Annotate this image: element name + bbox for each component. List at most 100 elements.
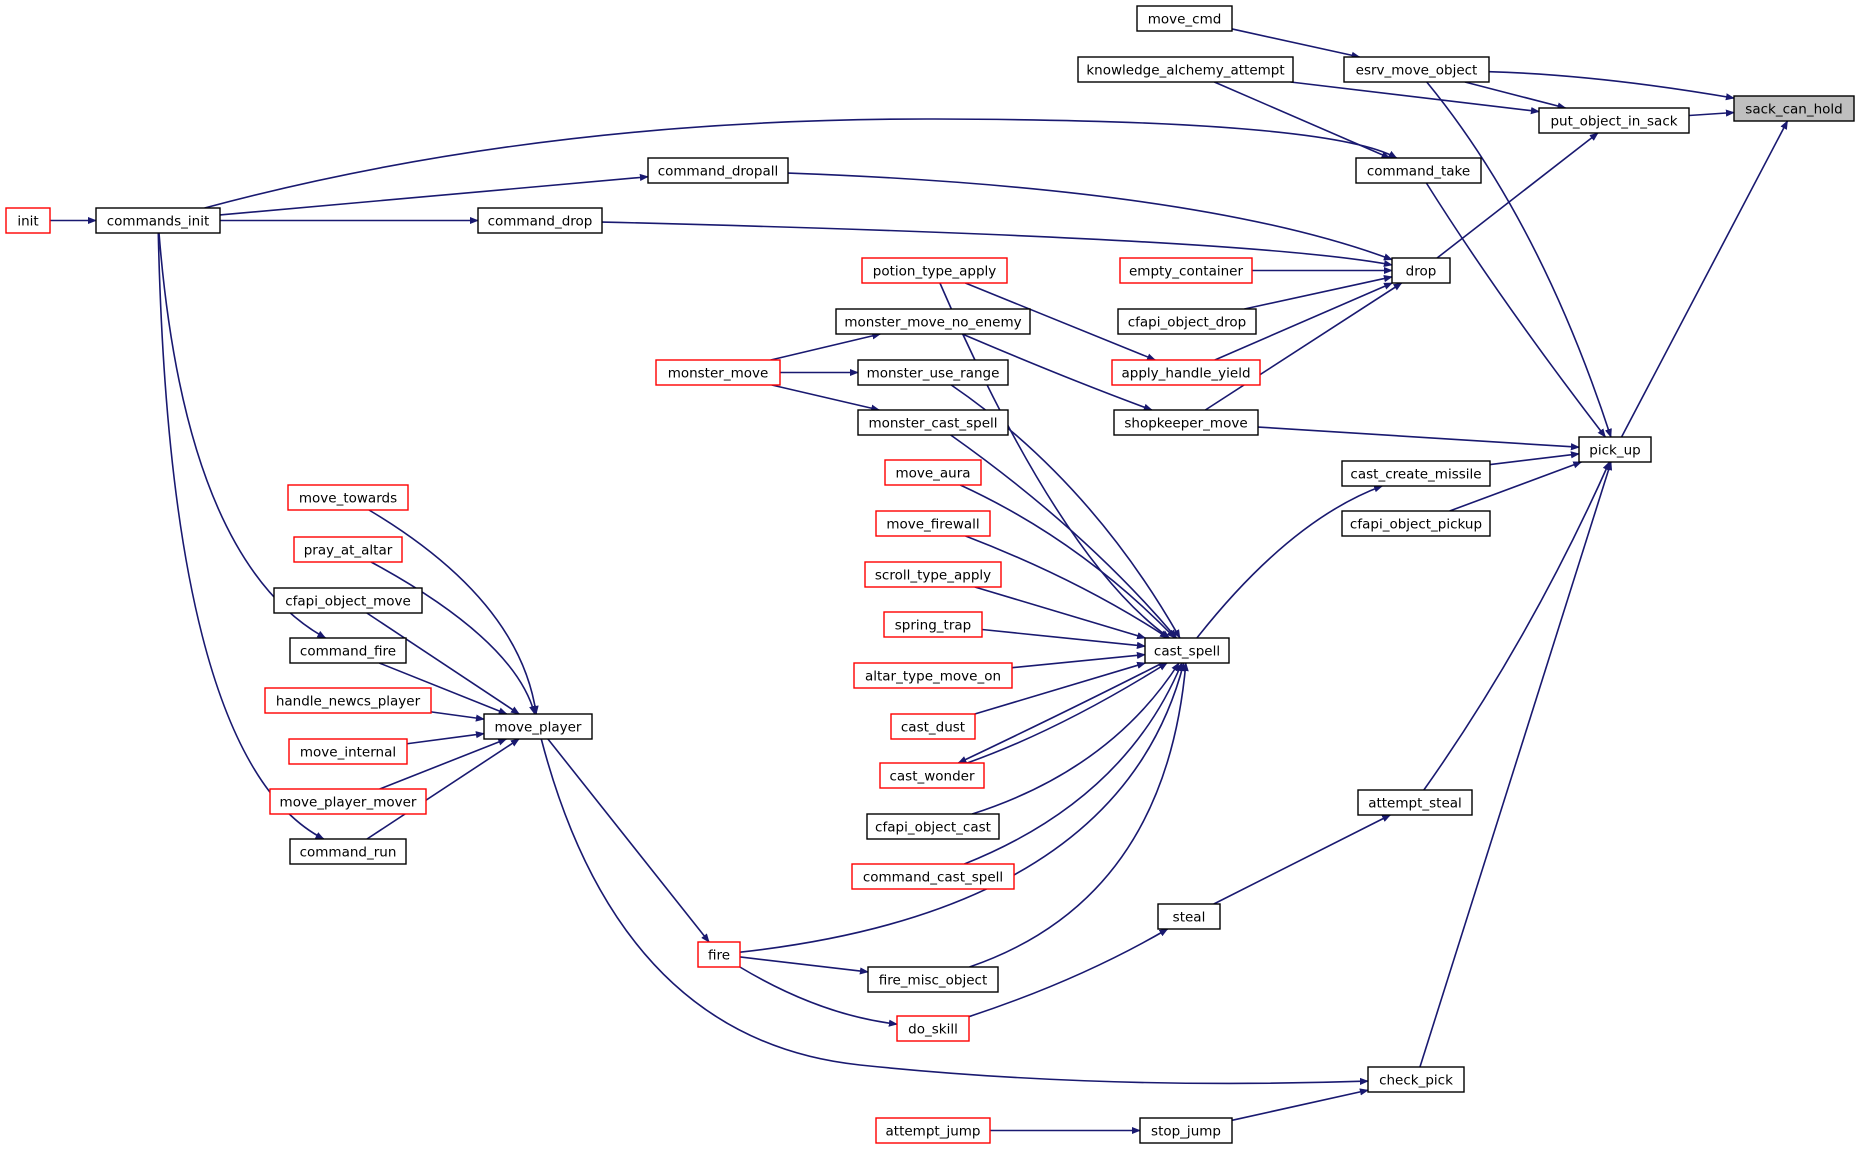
edge-command_take-to-pick_up [1425,182,1607,438]
edge-esrv_move_object-to-sack_can_hold [1488,70,1735,101]
edge-drop-to-put_object_in_sack [1436,132,1599,259]
node-empty-container[interactable]: empty_container [1119,257,1253,284]
node-steal[interactable]: steal [1157,903,1221,930]
node-potion-type-apply[interactable]: potion_type_apply [861,257,1008,284]
node-box [1367,1066,1465,1093]
node-box [5,207,51,234]
node-box [287,484,409,511]
node-pick-up[interactable]: pick_up [1578,436,1652,463]
node-cfapi-object-cast[interactable]: cfapi_object_cast [866,813,1000,840]
node-command-drop[interactable]: command_drop [477,207,603,234]
node-attempt-steal[interactable]: attempt_steal [1357,789,1473,816]
node-cast-wonder[interactable]: cast_wonder [879,762,985,789]
node-handle-newcs-player[interactable]: handle_newcs_player [264,687,432,714]
node-init[interactable]: init [5,207,51,234]
node-label: cfapi_object_drop [1128,315,1247,331]
node-label: move_internal [300,745,396,761]
node-command-take[interactable]: command_take [1355,157,1482,184]
node-move-player[interactable]: move_player [483,713,593,740]
node-label: monster_move [668,366,769,382]
node-label: command_dropall [658,164,779,180]
node-sack-can-hold[interactable]: sack_can_hold [1733,95,1855,122]
node-box [697,941,741,968]
edge-fire-to-do_skill [739,966,898,1027]
node-box [1144,637,1230,664]
node-move-player-mover[interactable]: move_player_mover [269,788,427,815]
node-box [1343,56,1490,83]
node-label: fire [708,948,730,964]
node-command-fire[interactable]: command_fire [289,637,407,664]
node-box [1119,257,1253,284]
edge-move_aura-to-cast_spell [959,484,1176,639]
node-put-object-in-sack[interactable]: put_object_in_sack [1538,107,1690,134]
edge-altar_type_move_on-to-cast_spell [1011,651,1146,669]
node-spring-trap[interactable]: spring_trap [883,611,983,638]
node-monster-use-range[interactable]: monster_use_range [857,359,1009,386]
node-scroll-type-apply[interactable]: scroll_type_apply [864,561,1002,588]
node-move-internal[interactable]: move_internal [288,738,408,765]
node-do-skill[interactable]: do_skill [896,1015,970,1042]
node-move-firewall[interactable]: move_firewall [875,510,991,537]
edge-stop_jump-to-check_pick [1231,1088,1369,1122]
edge-monster_move-to-monster_cast_spell [771,384,881,412]
node-cfapi-object-drop[interactable]: cfapi_object_drop [1117,308,1257,335]
node-commands-init[interactable]: commands_init [95,207,221,234]
node-monster-move-no-enemy[interactable]: monster_move_no_enemy [835,308,1031,335]
edge-layer [50,28,1789,1135]
edge-cast_dust-to-cast_spell [974,661,1147,715]
node-box [884,459,982,486]
node-cast-spell[interactable]: cast_spell [1144,637,1230,664]
node-box [293,536,403,563]
node-command-dropall[interactable]: command_dropall [647,157,789,184]
node-label: cast_wonder [889,769,975,785]
edge-fire-to-cast_spell [739,662,1186,953]
edge-move_player_mover-to-move_player [379,738,508,790]
node-box [857,359,1009,386]
node-cast-create-missile[interactable]: cast_create_missile [1341,460,1491,487]
node-label: move_player_mover [280,795,417,811]
node-layer: sack_can_hold move_cmd esrv_move_object kno… [5,5,1855,1144]
edge-cast_wonder-to-cast_spell [966,662,1168,764]
node-move-aura[interactable]: move_aura [884,459,982,486]
node-cast-dust[interactable]: cast_dust [890,713,976,740]
node-box [867,966,999,993]
edge-handle_newcs_player-to-move_player [430,711,485,722]
node-drop[interactable]: drop [1391,257,1451,284]
node-attempt-jump[interactable]: attempt_jump [875,1117,991,1144]
node-box [273,587,423,614]
edge-put_object_in_sack-to-sack_can_hold [1688,109,1735,117]
edge-command_run-to-move_player [366,738,520,840]
node-label: drop [1406,264,1437,280]
node-box [483,713,593,740]
edge-shopkeeper_move-to-drop [1204,282,1403,411]
node-box [264,687,432,714]
node-label: altar_type_move_on [865,669,1001,685]
node-box [1157,903,1221,930]
node-command-cast-spell[interactable]: command_cast_spell [851,863,1015,890]
node-fire[interactable]: fire [697,941,741,968]
edge-move_player-to-check_pick [540,738,1369,1085]
node-shopkeeper-move[interactable]: shopkeeper_move [1113,409,1259,436]
node-pray-at-altar[interactable]: pray_at_altar [293,536,403,563]
node-esrv-move-object[interactable]: esrv_move_object [1343,56,1490,83]
node-label: pray_at_altar [304,543,393,559]
node-altar-type-move-on[interactable]: altar_type_move_on [853,662,1013,689]
edge-move_firewall-to-cast_spell [965,535,1169,639]
node-apply-handle-yield[interactable]: apply_handle_yield [1111,359,1261,386]
node-move-cmd[interactable]: move_cmd [1136,5,1233,32]
node-label: handle_newcs_player [276,694,421,710]
edge-commands_init-to-command_fire [158,232,327,639]
node-check-pick[interactable]: check_pick [1367,1066,1465,1093]
node-fire-misc-object[interactable]: fire_misc_object [867,966,999,993]
node-label: monster_use_range [867,366,1000,382]
node-cfapi-object-move[interactable]: cfapi_object_move [273,587,423,614]
node-knowledge-alchemy-attempt[interactable]: knowledge_alchemy_attempt [1077,56,1294,83]
node-label: empty_container [1129,264,1243,280]
node-stop-jump[interactable]: stop_jump [1139,1117,1233,1144]
node-box [1578,436,1652,463]
node-move-towards[interactable]: move_towards [287,484,409,511]
node-command-run[interactable]: command_run [289,838,407,865]
node-monster-cast-spell[interactable]: monster_cast_spell [857,409,1009,436]
node-cfapi-object-pickup[interactable]: cfapi_object_pickup [1341,510,1491,537]
node-monster-move[interactable]: monster_move [655,359,781,386]
